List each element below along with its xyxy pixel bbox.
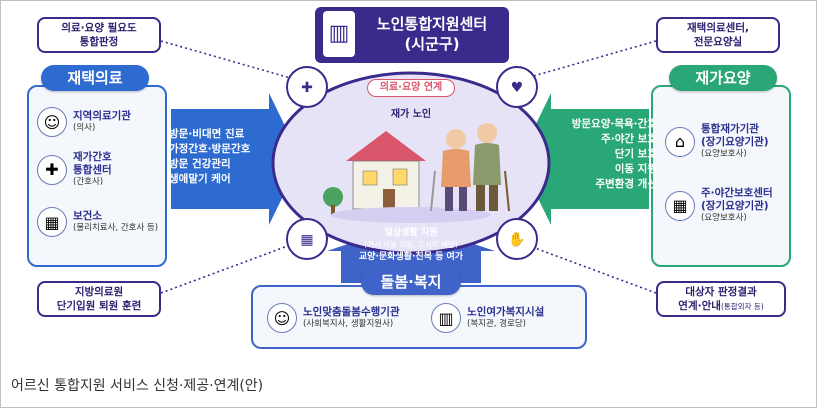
- item-title: 지역의료기관: [73, 110, 131, 122]
- item-sub: (사회복지사, 생활지원사): [303, 319, 394, 329]
- left-arrow: [171, 93, 301, 225]
- right-arrow: [519, 93, 649, 225]
- bottom-panel-tag: 돌봄·복지: [361, 269, 461, 295]
- right-services: 방문요양·목욕·간호 주·야간 보호 단기 보호 이동 지원 주변환경 개선: [553, 117, 657, 192]
- right-item-1: ⌂ 통합재가기관(장기요양기관)(요양보호사): [665, 123, 769, 160]
- callout-text: 지방의료원: [74, 286, 124, 298]
- item-sub: (간호사): [73, 177, 104, 187]
- service-line: 일상생활 지원: [384, 228, 438, 238]
- doctor-icon: ☺: [37, 107, 67, 137]
- item-title: 주·야간보호센터: [701, 187, 773, 199]
- right-panel-tag: 재가요양: [669, 65, 777, 91]
- item-title: (장기요양기관): [701, 136, 769, 148]
- link-label: 의료·요양 연계: [367, 79, 455, 97]
- callout-top-left: 의료·요양 필요도 통합판정: [37, 17, 161, 53]
- callout-text: 전문요양실: [693, 36, 743, 48]
- service-line: 단기 보호: [614, 148, 657, 160]
- service-line: 생애말기 케어: [169, 173, 231, 185]
- callout-text-small: (통합외자 등): [720, 301, 764, 311]
- item-title: 노인여가복지시설: [467, 306, 545, 318]
- connector-lines: [160, 40, 657, 294]
- service-line: 가정간호·방문간호: [169, 143, 251, 155]
- item-title: 통합센터: [73, 164, 112, 176]
- diagram: ✚ ♥ ▦ ✋ ▥ 노인통합지원센터 (시군구) 의료·요양 연계 재가 노인 …: [1, 1, 816, 363]
- callout-top-right: 재택의료센터, 전문요양실: [656, 17, 780, 53]
- corner-icons: [286, 66, 538, 260]
- item-sub: (의사): [73, 123, 96, 133]
- item-sub: (요양보호사): [701, 149, 747, 159]
- caregivers-icon: ☺: [267, 303, 297, 333]
- center-subtitle: (시군구): [404, 35, 460, 53]
- home-heart-icon: ♥: [511, 80, 524, 96]
- left-panel-tag: 재택의료: [41, 65, 149, 91]
- callout-bottom-left: 지방의료원 단기입원 퇴원 훈련: [37, 281, 161, 317]
- item-sub: (요양보호사): [701, 213, 747, 223]
- bottom-item-2: ▥ 노인여가복지시설(복지관, 경로당): [431, 303, 544, 333]
- clipboard-icon: ✚: [301, 80, 313, 96]
- service-line: 교양·문화생활·친목 등 여가: [358, 252, 464, 262]
- left-item-3: ▦ 보건소(물리치료사, 간호사 등): [37, 207, 158, 237]
- service-line: 방문·비대면 진료: [169, 128, 245, 140]
- bottom-item-1: ☺ 노인맞춤돌봄수행기관(사회복지사, 생활지원사): [267, 303, 400, 333]
- callout-text: 의료·요양 필요도: [61, 22, 137, 34]
- service-line: 방문요양·목욕·간호: [571, 118, 657, 130]
- left-item-1: ☺ 지역의료기관(의사): [37, 107, 131, 137]
- elderly-couple-illustration: [430, 123, 510, 212]
- callout-text-main: 연계·안내: [678, 299, 721, 312]
- service-line: 주변환경 개선: [595, 178, 657, 190]
- service-line: (가사·이동 지원, 도시락 배달): [364, 240, 458, 249]
- left-services: 방문·비대면 진료 가정간호·방문간호 방문 건강관리 생애말기 케어: [169, 127, 273, 187]
- callout-text: 연계·안내(통합외자 등): [658, 299, 784, 314]
- item-title: 재가간호: [73, 151, 112, 163]
- callout-text: 재택의료센터,: [687, 22, 749, 34]
- nurse-icon: ✚: [37, 154, 67, 185]
- home-label: 재가 노인: [390, 109, 432, 120]
- clinic-icon: ▦: [37, 207, 67, 237]
- item-title: 노인맞춤돌봄수행기관: [303, 306, 400, 318]
- callout-bottom-right: 대상자 판정결과 연계·안내(통합외자 등): [656, 281, 786, 317]
- callout-text: 단기입원 퇴원 훈련: [56, 300, 142, 312]
- right-panel: [651, 85, 791, 267]
- diagram-graphics: ✚ ♥ ▦ ✋: [160, 40, 657, 294]
- daycare-icon: ▦: [665, 190, 695, 221]
- care-hand-icon: ✋: [508, 231, 525, 248]
- service-line: 주·야간 보호: [601, 133, 657, 145]
- center-title: 노인통합지원센터: [376, 15, 488, 33]
- service-line: 방문 건강관리: [169, 158, 231, 170]
- hospital-icon: ▥: [323, 11, 355, 57]
- service-line: 이동 지원: [614, 163, 657, 175]
- welfare-center-icon: ▥: [431, 303, 461, 333]
- item-sub: (물리치료사, 간호사 등): [73, 223, 159, 233]
- item-sub: (복지관, 경로당): [467, 319, 526, 329]
- bottom-services: 일상생활 지원 (가사·이동 지원, 도시락 배달) 교양·문화생활·친목 등 …: [341, 227, 481, 263]
- right-item-2: ▦ 주·야간보호센터(장기요양기관)(요양보호사): [665, 187, 773, 224]
- item-title: 통합재가기관: [701, 123, 759, 135]
- figure-caption: 어르신 통합지원 서비스 신청·제공·연계(안): [11, 378, 264, 394]
- center-title-box: ▥ 노인통합지원센터 (시군구): [315, 7, 509, 63]
- facility-icon: ▦: [300, 232, 313, 248]
- callout-text: 통합판정: [79, 36, 119, 48]
- care-home-icon: ⌂: [665, 126, 695, 157]
- item-title: (장기요양기관): [701, 200, 769, 212]
- callout-text: 대상자 판정결과: [685, 285, 757, 298]
- item-title: 보건소: [73, 210, 102, 222]
